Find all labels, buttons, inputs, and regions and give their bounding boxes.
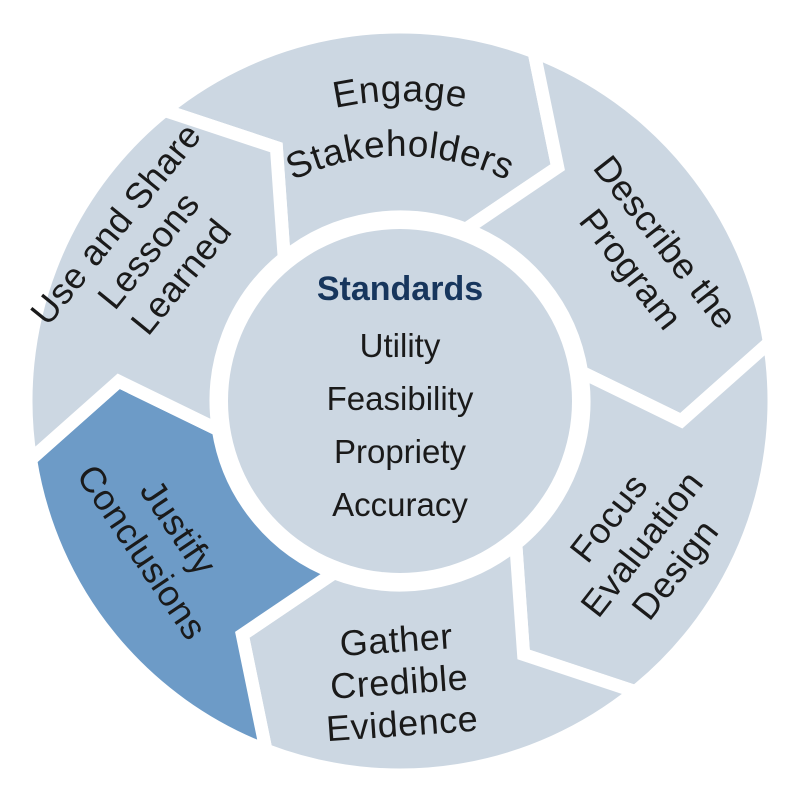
segment-use-and-share-lessons-learned xyxy=(19,103,291,473)
gather-line-2: Credible xyxy=(329,656,470,707)
segment-label-gather-credible-evidence: Gather Credible Evidence xyxy=(325,615,480,749)
segment-focus-evaluation-design xyxy=(509,329,781,699)
segment-engage-stakeholders xyxy=(151,20,565,271)
standard-item-feasibility: Feasibility xyxy=(327,380,474,417)
segment-justify-conclusions-highlighted xyxy=(23,373,349,761)
standard-item-propriety: Propriety xyxy=(334,433,467,470)
standard-item-accuracy: Accuracy xyxy=(332,486,468,523)
standards-circle xyxy=(228,229,572,573)
segment-gather-credible-evidence xyxy=(235,531,649,782)
gather-line-1: Gather xyxy=(338,615,454,664)
engage-line-1: Engage xyxy=(329,68,470,116)
standard-item-utility: Utility xyxy=(360,327,441,364)
standards-heading: Standards xyxy=(317,270,483,308)
segment-describe-the-program xyxy=(451,41,777,429)
standards-text-block: Standards Utility Feasibility Propriety … xyxy=(317,270,483,523)
